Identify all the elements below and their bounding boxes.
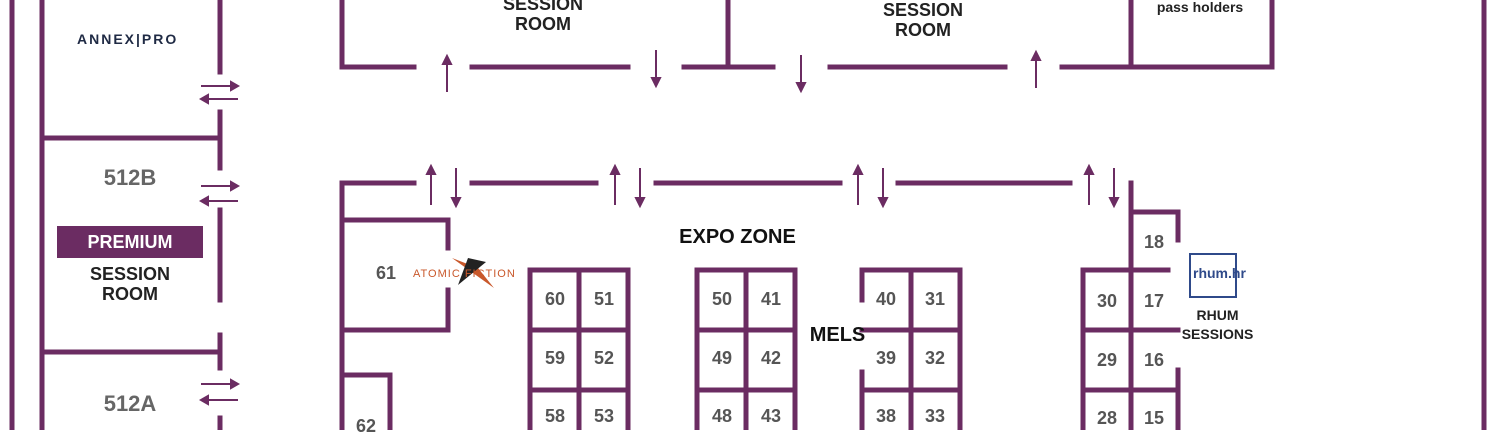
booth-42[interactable]: 42 bbox=[760, 348, 782, 368]
arrow-up-2 bbox=[1030, 49, 1042, 88]
arrow-pair-expo-2 bbox=[609, 163, 646, 209]
pass-holders-label: pass holders bbox=[1156, 0, 1244, 15]
session-room-top-left-label: SESSION ROOM bbox=[502, 0, 584, 34]
booth-60[interactable]: 60 bbox=[544, 289, 566, 309]
arrow-down-2 bbox=[795, 55, 807, 94]
room-512b-label: 512B bbox=[103, 165, 157, 190]
booth-18[interactable]: 18 bbox=[1143, 232, 1165, 252]
booth-30[interactable]: 30 bbox=[1096, 291, 1118, 311]
booth-38[interactable]: 38 bbox=[875, 406, 897, 426]
booth-28[interactable]: 28 bbox=[1096, 408, 1118, 428]
rhum-hr-logo: rhum.hr bbox=[1193, 265, 1246, 281]
expo-zone-label: EXPO ZONE bbox=[679, 226, 796, 248]
session-room-top-center-label: SESSION ROOM bbox=[882, 0, 964, 40]
atomic-fiction-logo: ATOMIC FICTION bbox=[413, 268, 516, 280]
booth-31[interactable]: 31 bbox=[924, 289, 946, 309]
booth-17[interactable]: 17 bbox=[1143, 291, 1165, 311]
booth-59[interactable]: 59 bbox=[544, 348, 566, 368]
booth-16[interactable]: 16 bbox=[1143, 350, 1165, 370]
booth-62[interactable]: 62 bbox=[355, 416, 377, 436]
booth-52[interactable]: 52 bbox=[593, 348, 615, 368]
arrow-pair-expo-3 bbox=[852, 163, 889, 209]
premium-badge: PREMIUM bbox=[57, 226, 203, 258]
booth-39[interactable]: 39 bbox=[875, 348, 897, 368]
arrow-pair-512b bbox=[198, 180, 241, 207]
rhum-sessions-label: RHUM SESSIONS bbox=[1181, 307, 1254, 342]
booth-15[interactable]: 15 bbox=[1143, 408, 1165, 428]
booth-43[interactable]: 43 bbox=[760, 406, 782, 426]
booth-33[interactable]: 33 bbox=[924, 406, 946, 426]
premium-session-room-label: SESSION ROOM bbox=[89, 264, 171, 304]
booth-58[interactable]: 58 bbox=[544, 406, 566, 426]
booth-49[interactable]: 49 bbox=[711, 348, 733, 368]
arrow-pair-annex bbox=[198, 80, 241, 105]
mels-label: MELS bbox=[809, 324, 866, 346]
annex-pro-logo: ANNEX|PRO bbox=[77, 31, 179, 47]
arrow-pair-expo-1 bbox=[425, 163, 462, 209]
room-512a-label: 512A bbox=[103, 391, 157, 416]
booth-61[interactable]: 61 bbox=[375, 263, 397, 283]
booth-51[interactable]: 51 bbox=[593, 289, 615, 309]
arrow-pair-expo-4 bbox=[1083, 163, 1120, 209]
booth-53[interactable]: 53 bbox=[593, 406, 615, 426]
booth-41[interactable]: 41 bbox=[760, 289, 782, 309]
booth-29[interactable]: 29 bbox=[1096, 350, 1118, 370]
booth-48[interactable]: 48 bbox=[711, 406, 733, 426]
booth-40[interactable]: 40 bbox=[875, 289, 897, 309]
arrow-pair-512a bbox=[198, 378, 241, 406]
arrow-down-1 bbox=[650, 50, 662, 89]
booth-50[interactable]: 50 bbox=[711, 289, 733, 309]
booth-32[interactable]: 32 bbox=[924, 348, 946, 368]
atomic-fiction-x-icon bbox=[452, 258, 494, 288]
arrow-up-1 bbox=[441, 53, 453, 92]
rhum-hr-logo-frame bbox=[1189, 253, 1237, 298]
